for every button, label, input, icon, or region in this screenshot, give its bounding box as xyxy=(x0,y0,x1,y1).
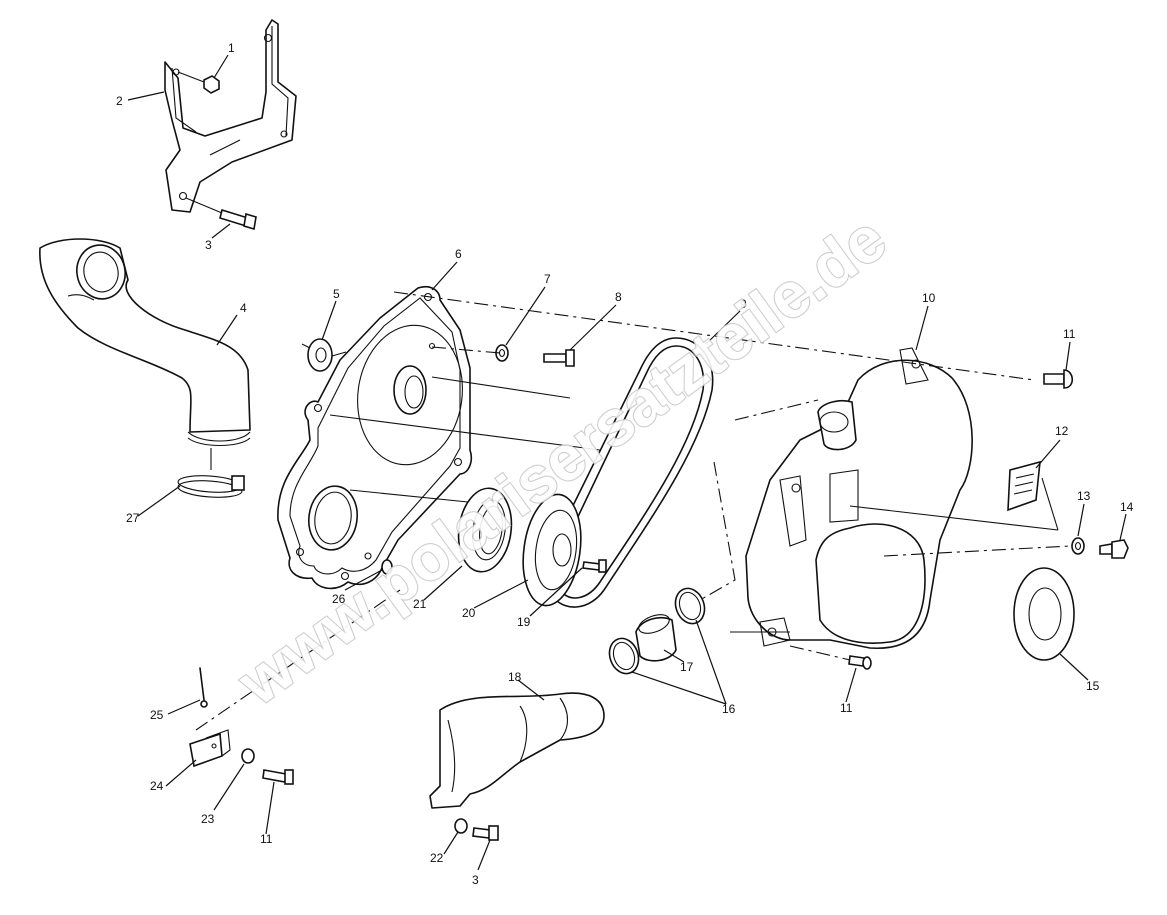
callout-10: 10 xyxy=(922,291,936,305)
callout-23: 23 xyxy=(201,812,215,826)
part-9-drive-belt xyxy=(546,337,714,608)
callout-27: 27 xyxy=(126,511,140,525)
callout-16: 16 xyxy=(722,702,736,716)
callout-11-lower: 11 xyxy=(840,701,853,715)
part-5-washer xyxy=(301,338,333,372)
callout-9: 9 xyxy=(740,297,747,311)
callout-labels: 1 2 3 4 5 6 7 8 9 10 11 12 13 14 15 16 1… xyxy=(116,41,1134,887)
part-19-bolt xyxy=(582,559,607,573)
part-11-bolt-lower xyxy=(848,655,872,670)
callout-21: 21 xyxy=(413,597,427,611)
callout-15: 15 xyxy=(1086,679,1100,693)
part-15-gasket xyxy=(1013,567,1075,661)
callout-8: 8 xyxy=(615,290,622,304)
callout-4: 4 xyxy=(240,301,247,315)
assembly-axis-lines xyxy=(195,291,1071,731)
part-8-bolt xyxy=(543,349,575,367)
part-23-washer xyxy=(241,748,255,764)
callout-13: 13 xyxy=(1077,489,1091,503)
callout-12: 12 xyxy=(1055,424,1069,438)
part-1-nut xyxy=(177,71,220,94)
part-18-lower-duct xyxy=(429,692,605,809)
part-13-washer xyxy=(1071,537,1085,555)
watermark-text: www.polarisersatzteile.de xyxy=(225,202,899,719)
part-27-hose-clamp xyxy=(177,448,245,498)
callout-26: 26 xyxy=(332,592,346,606)
part-21-seal xyxy=(457,487,513,573)
part-20-driven-plate xyxy=(522,493,582,607)
part-16-clamp xyxy=(608,587,706,675)
callout-3-lower: 3 xyxy=(472,873,479,887)
part-10-outer-cover xyxy=(745,347,973,650)
callout-19: 19 xyxy=(517,615,531,629)
part-26-washer xyxy=(381,559,393,575)
callout-17: 17 xyxy=(680,660,694,674)
part-12-decal xyxy=(1007,460,1041,512)
connector-lines xyxy=(329,351,1059,633)
part-25-screw xyxy=(199,667,208,708)
part-24-bracket xyxy=(189,729,231,768)
callout-7: 7 xyxy=(544,272,551,286)
callout-11: 11 xyxy=(1063,327,1076,341)
callout-11-left: 11 xyxy=(260,832,273,846)
callout-22: 22 xyxy=(430,851,444,865)
part-4-intake-duct xyxy=(39,238,251,446)
part-22-washer xyxy=(454,818,468,834)
callout-18: 18 xyxy=(508,670,522,684)
callout-2: 2 xyxy=(116,94,123,108)
part-6-inner-cover xyxy=(277,285,473,590)
callout-3: 3 xyxy=(205,238,212,252)
part-2-mounting-bracket xyxy=(164,19,297,213)
part-17-sleeve xyxy=(635,614,677,662)
callout-25: 25 xyxy=(150,708,164,722)
callout-14: 14 xyxy=(1120,500,1134,514)
callout-5: 5 xyxy=(333,287,340,301)
callout-20: 20 xyxy=(462,606,476,620)
part-14-drain-plug xyxy=(1099,539,1129,559)
callout-1: 1 xyxy=(228,41,235,55)
callout-6: 6 xyxy=(455,247,462,261)
part-3-bolt xyxy=(185,197,257,231)
callout-leaders xyxy=(127,54,1127,871)
part-11-bolt-top xyxy=(1043,369,1074,389)
callout-24: 24 xyxy=(150,779,164,793)
part-11-bolt-left xyxy=(262,769,294,785)
part-3-bolt-lower xyxy=(472,825,499,841)
